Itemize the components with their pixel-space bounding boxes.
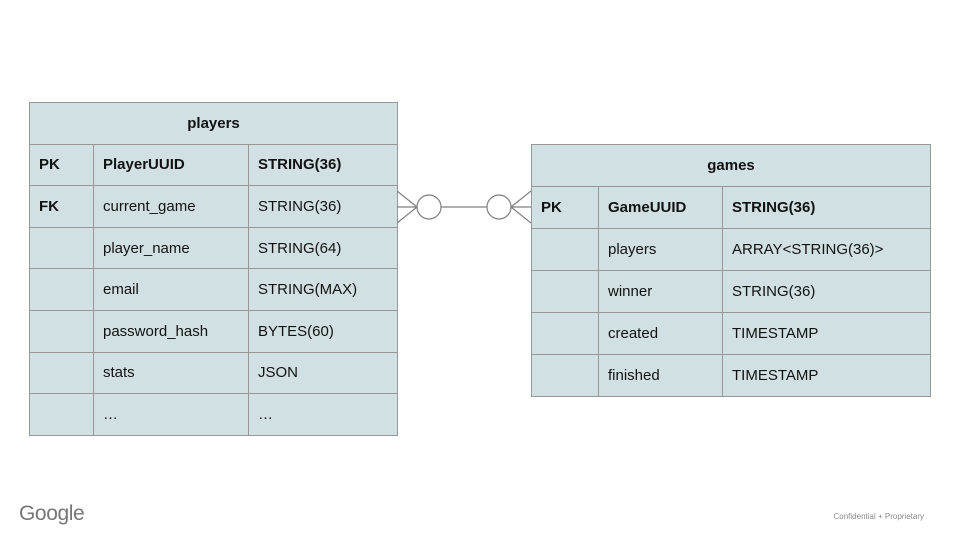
key-cell: [531, 354, 599, 397]
field-name-cell: created: [598, 312, 723, 355]
field-name-cell: winner: [598, 270, 723, 313]
field-type-cell: TIMESTAMP: [721, 354, 932, 397]
table-row: password_hash BYTES(60): [29, 309, 399, 353]
field-type-cell: BYTES(60): [247, 309, 399, 353]
field-name-cell: current_game: [93, 185, 249, 228]
field-type-cell: JSON: [247, 351, 399, 395]
field-type-cell: STRING(36): [721, 186, 932, 229]
table-row: PK GameUUID STRING(36): [531, 186, 932, 229]
key-cell: [29, 226, 94, 270]
erd-table-games: games PK GameUUID STRING(36) players ARR…: [530, 144, 932, 397]
field-name-cell: email: [93, 268, 249, 311]
table-row: player_name STRING(64): [29, 226, 399, 270]
table-row: PK PlayerUUID STRING(36): [29, 143, 399, 187]
key-cell: [29, 351, 94, 395]
field-type-cell: STRING(36): [247, 185, 399, 228]
field-name-cell: player_name: [93, 226, 249, 270]
table-title-row: games: [530, 144, 932, 187]
table-row: players ARRAY<STRING(36)>: [531, 228, 932, 271]
key-cell: [29, 268, 94, 311]
field-name-cell: PlayerUUID: [93, 143, 249, 187]
table-row: … …: [29, 393, 399, 436]
field-type-cell: ARRAY<STRING(36)>: [721, 228, 932, 271]
relationship-connector: [397, 190, 531, 224]
field-name-cell: players: [598, 228, 723, 271]
table-title-games: games: [530, 144, 932, 187]
optional-circle-right-icon: [486, 194, 512, 220]
key-cell: PK: [29, 143, 94, 187]
table-row: created TIMESTAMP: [531, 312, 932, 355]
table-title-row: players: [28, 102, 399, 145]
field-name-cell: …: [93, 393, 249, 436]
table-row: winner STRING(36): [531, 270, 932, 313]
field-type-cell: STRING(36): [721, 270, 932, 313]
field-type-cell: …: [247, 393, 399, 436]
table-title-players: players: [28, 102, 399, 145]
field-type-cell: STRING(64): [247, 226, 399, 270]
key-cell: [531, 228, 599, 271]
key-cell: PK: [531, 186, 599, 229]
crow-foot-right-icon: [510, 190, 531, 224]
confidential-label: Confidential + Proprietary: [833, 512, 925, 521]
field-type-cell: STRING(36): [247, 143, 399, 187]
field-name-cell: finished: [598, 354, 723, 397]
google-logo: Google: [19, 502, 85, 525]
key-cell: [29, 393, 94, 436]
crow-foot-left-icon: [397, 190, 418, 224]
key-cell: [29, 309, 94, 353]
optional-circle-left-icon: [416, 194, 442, 220]
table-row: email STRING(MAX): [29, 268, 399, 311]
table-row: finished TIMESTAMP: [531, 354, 932, 397]
table-row: stats JSON: [29, 351, 399, 395]
erd-table-players: players PK PlayerUUID STRING(36) FK curr…: [28, 102, 399, 436]
field-name-cell: stats: [93, 351, 249, 395]
key-cell: [531, 312, 599, 355]
field-type-cell: STRING(MAX): [247, 268, 399, 311]
field-name-cell: password_hash: [93, 309, 249, 353]
field-name-cell: GameUUID: [598, 186, 723, 229]
field-type-cell: TIMESTAMP: [721, 312, 932, 355]
table-row: FK current_game STRING(36): [29, 185, 399, 228]
key-cell: [531, 270, 599, 313]
key-cell: FK: [29, 185, 94, 228]
